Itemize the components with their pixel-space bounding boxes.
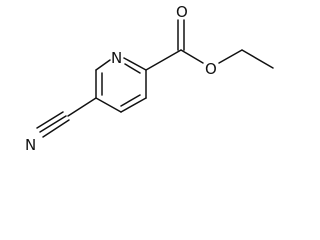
atom-carbonyl-oxygen: O	[176, 3, 188, 21]
atom-ring-nitrogen: N	[111, 49, 122, 67]
bond-ring-n-c2	[123, 57, 147, 71]
bond-triple-a	[39, 115, 67, 133]
bond-triple-c	[36, 111, 64, 129]
atom-nitrile-nitrogen: N	[25, 136, 36, 154]
bond-c2-ring-n-double-inner	[124, 63, 141, 74]
bond-ester-o-ch2	[218, 49, 243, 64]
atom-ester-oxygen: O	[205, 60, 217, 78]
pyridine-ring	[95, 57, 147, 113]
molecule-structure: N O O N	[25, 3, 274, 154]
bond-c6-ring-n	[95, 59, 111, 71]
bond-c4-c5	[95, 97, 122, 113]
bond-c3-c4-double-inner	[120, 94, 141, 107]
bond-c2-carbonyl-c	[145, 49, 182, 71]
bond-c5-nitrile-c	[67, 97, 97, 117]
bond-ch2-ch3	[241, 49, 274, 69]
nitrile-group	[36, 97, 97, 138]
bond-triple-b	[42, 119, 70, 138]
bond-c3-c4-double-outer	[120, 97, 147, 113]
bond-carbonyl-ester-o	[180, 49, 204, 64]
ester-group	[145, 19, 274, 71]
